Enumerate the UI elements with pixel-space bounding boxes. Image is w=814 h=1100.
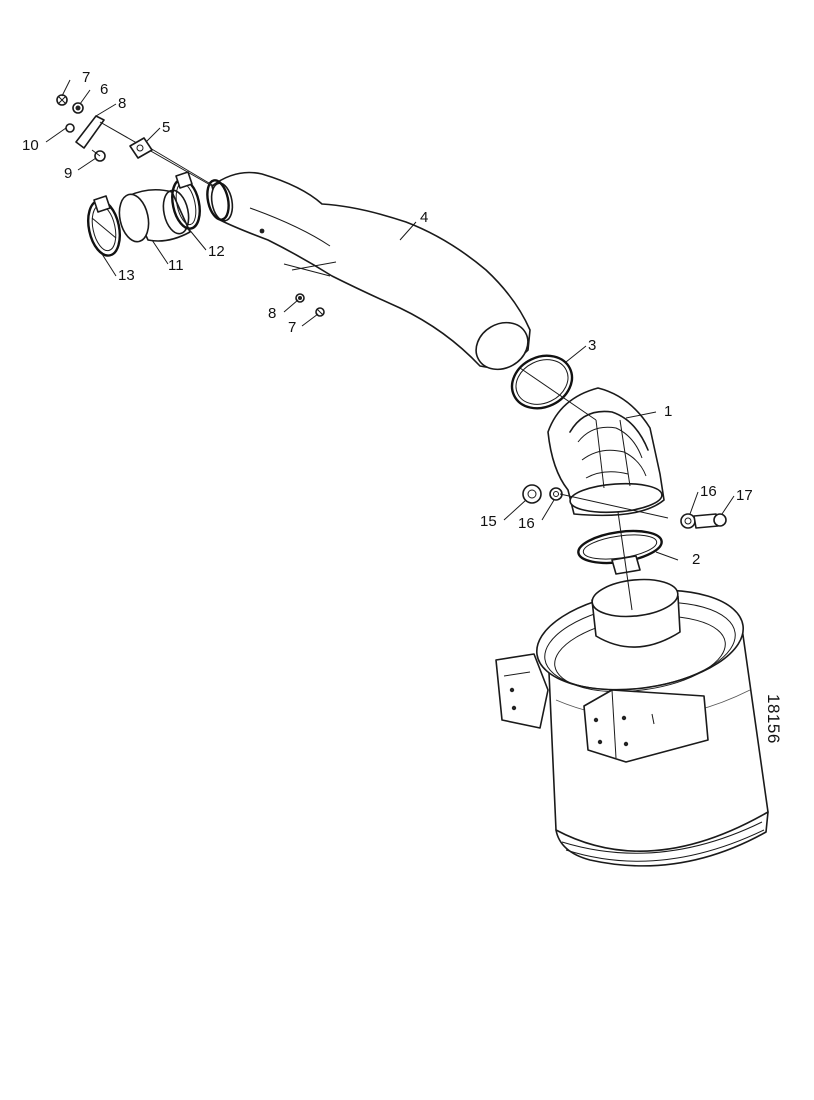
clamp-part-12 bbox=[171, 171, 201, 230]
callout-8-top: 8 bbox=[118, 95, 126, 112]
clamp-part-2 bbox=[577, 529, 663, 575]
callout-1: 1 bbox=[664, 403, 672, 420]
pipe-part-4 bbox=[210, 171, 531, 371]
hose-part-11 bbox=[118, 188, 191, 243]
callout-13: 13 bbox=[118, 267, 135, 284]
drawing-number: 18156 bbox=[764, 694, 783, 744]
callout-3: 3 bbox=[588, 337, 596, 354]
bracket-part-5 bbox=[129, 137, 153, 159]
callout-5: 5 bbox=[162, 119, 170, 136]
clamp-part-12b bbox=[206, 179, 230, 221]
callout-2: 2 bbox=[692, 551, 700, 568]
callout-7-top: 7 bbox=[82, 69, 90, 86]
callout-15: 15 bbox=[480, 513, 497, 530]
air-filter-housing bbox=[495, 578, 769, 867]
callout-11: 11 bbox=[168, 257, 184, 274]
bolt-part-9 bbox=[91, 149, 106, 162]
clamp-part-13 bbox=[87, 195, 121, 257]
callout-8-lower: 8 bbox=[268, 305, 276, 322]
washer-part-6b bbox=[295, 293, 305, 303]
callout-12: 12 bbox=[208, 243, 225, 260]
callout-labels: 7 6 8 10 5 9 4 13 11 12 8 7 3 1 16 17 15… bbox=[22, 69, 753, 568]
callout-7-lower: 7 bbox=[288, 319, 296, 336]
callout-10: 10 bbox=[22, 137, 39, 154]
callout-16-left: 16 bbox=[518, 515, 535, 532]
callout-17: 17 bbox=[736, 487, 753, 504]
washer-part-6a bbox=[72, 102, 84, 114]
nut-part-10 bbox=[65, 123, 75, 133]
callout-9: 9 bbox=[64, 165, 72, 182]
bolt-part-7a bbox=[56, 94, 68, 106]
ring-part-3 bbox=[510, 354, 574, 410]
callout-4: 4 bbox=[420, 209, 428, 226]
callout-16-right: 16 bbox=[700, 483, 717, 500]
leader-lines bbox=[45, 79, 735, 561]
washer-part-16-right bbox=[680, 513, 696, 529]
nut-part-15 bbox=[522, 484, 542, 504]
assembly-centerlines bbox=[149, 147, 669, 611]
bolt-part-17 bbox=[693, 513, 727, 529]
callout-6-top: 6 bbox=[100, 81, 108, 98]
bolt-part-7b bbox=[315, 307, 325, 317]
elbow-part-1 bbox=[547, 387, 665, 517]
bracket-part-8 bbox=[75, 115, 213, 187]
